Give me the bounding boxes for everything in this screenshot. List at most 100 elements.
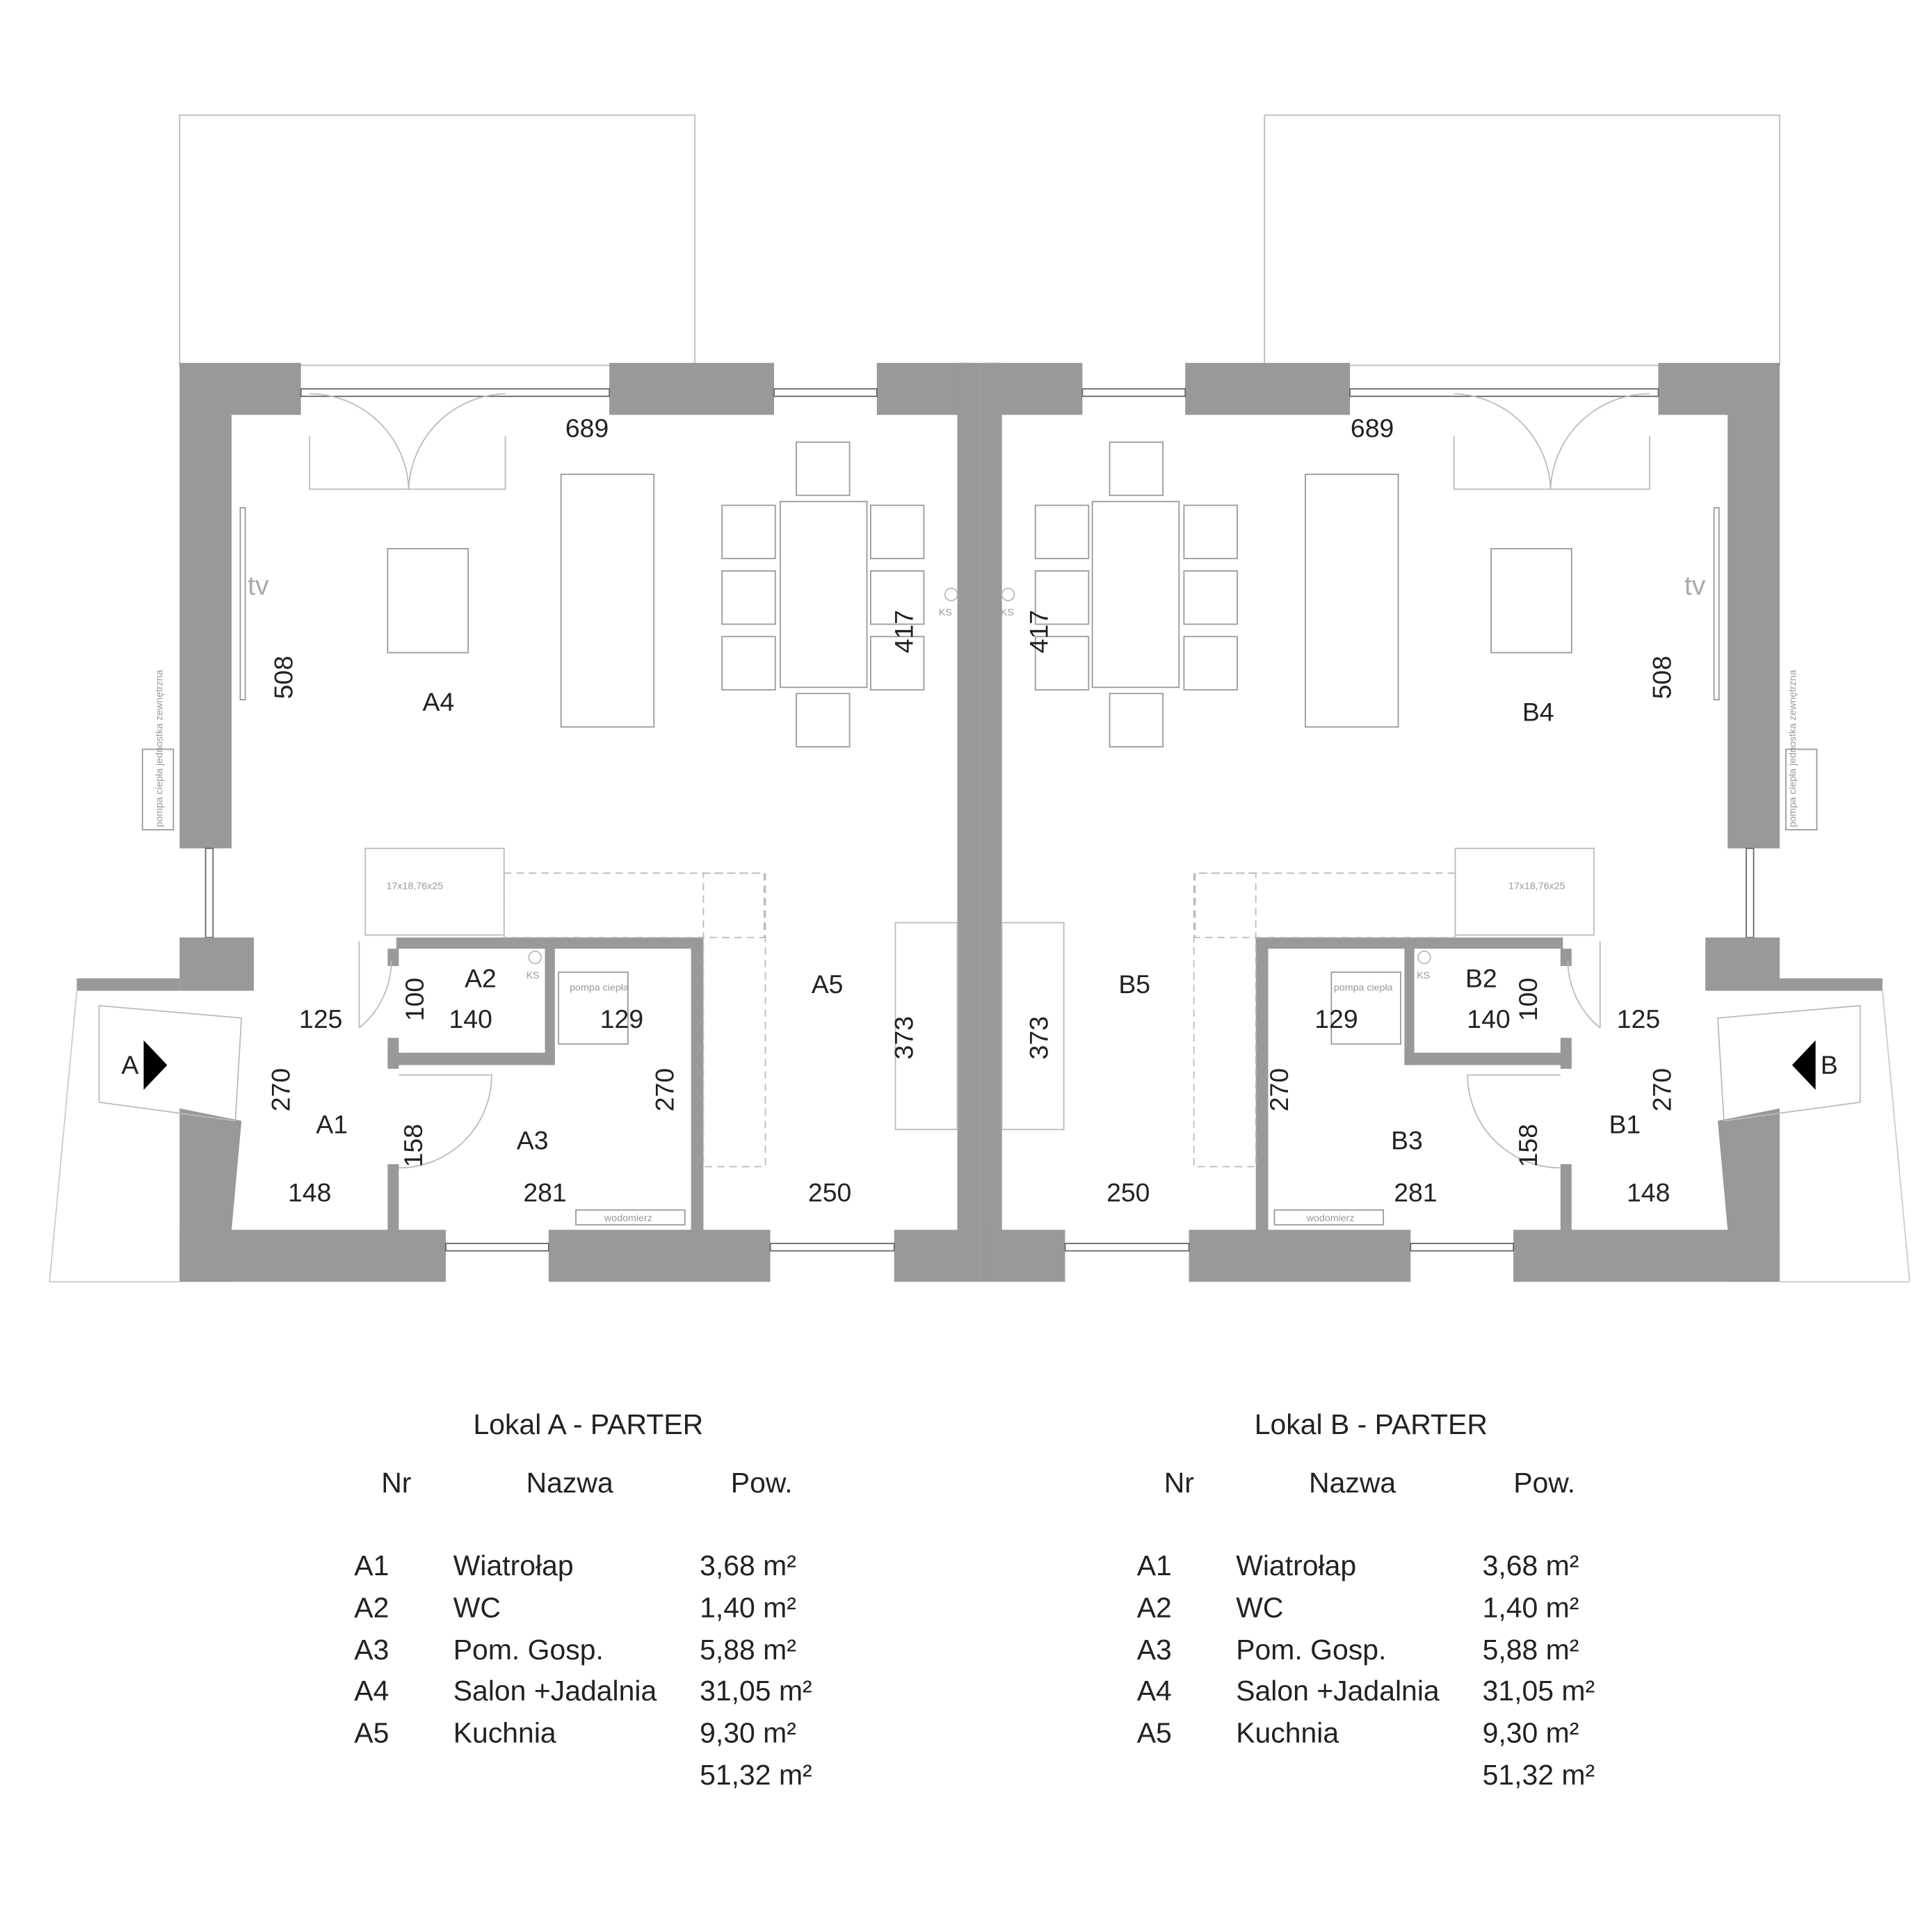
room-a5: A5 <box>812 969 844 999</box>
table-cell: 1,40 m² <box>700 1592 796 1624</box>
table-total: 51,32 m² <box>1483 1759 1595 1791</box>
table-cell: Wiatrołap <box>1236 1549 1356 1581</box>
header-area: Pow. <box>731 1467 793 1499</box>
ks-label: KS <box>526 970 540 981</box>
table-cell: A3 <box>1137 1634 1172 1666</box>
room-b2: B2 <box>1465 963 1497 992</box>
table-row: A3 Pom. Gosp. 5,88 m² <box>1137 1634 1579 1666</box>
table-cell: A4 <box>1137 1675 1172 1707</box>
dim-kitchen: 373 <box>889 1016 918 1059</box>
table-cell: 9,30 m² <box>700 1717 796 1749</box>
room-b4: B4 <box>1522 697 1554 726</box>
dim-b2-height: 100 <box>1513 978 1543 1021</box>
dim-dining: 417 <box>1024 610 1054 653</box>
dim-a5-bottom: 250 <box>808 1177 851 1207</box>
table-cell: Salon +Jadalnia <box>453 1675 657 1707</box>
table-cell: A1 <box>354 1549 389 1581</box>
dim-b3-top: 129 <box>1314 1004 1358 1033</box>
room-a4: A4 <box>423 687 455 716</box>
table-cell: Kuchnia <box>1236 1717 1339 1749</box>
dim-b3-height: 270 <box>1264 1068 1294 1111</box>
dim-a1-height: 270 <box>266 1068 296 1111</box>
dim-b2-width: 140 <box>1467 1004 1510 1033</box>
stairs-label: 17x18,76x25 <box>1508 881 1565 892</box>
table-cell: Kuchnia <box>453 1717 556 1749</box>
header-nr: Nr <box>1164 1467 1194 1499</box>
tv-label: tv <box>248 571 269 601</box>
unit-b-plan <box>979 114 1910 1282</box>
dim-a3-bottom: 281 <box>523 1177 566 1207</box>
heat-pump-label: pompa ciepła <box>570 983 629 994</box>
dim-a3-top: 129 <box>600 1004 643 1033</box>
table-title: Lokal A - PARTER <box>474 1408 704 1440</box>
unit-b-labels: B1 B2 B3 B4 B5 689 508 417 373 125 100 1… <box>1001 414 1798 1224</box>
table-row: A2 WC 1,40 m² <box>354 1592 796 1624</box>
stairs-label: 17x18,76x25 <box>387 881 444 892</box>
table-row: A5 Kuchnia 9,30 m² <box>1137 1717 1579 1749</box>
table-cell: A2 <box>1137 1592 1172 1624</box>
table-cell: WC <box>453 1592 501 1624</box>
table-cell: A3 <box>354 1634 389 1666</box>
table-cell: Pom. Gosp. <box>1236 1634 1386 1666</box>
dim-door: 158 <box>399 1124 428 1167</box>
unit-a-labels: A1 A2 A3 A4 A5 689 508 417 373 125 100 1… <box>154 414 952 1224</box>
dim-a1-width: 125 <box>299 1004 342 1033</box>
dim-b5-bottom: 250 <box>1106 1177 1150 1207</box>
table-cell: 5,88 m² <box>1483 1634 1579 1666</box>
dim-b1-height: 270 <box>1647 1068 1676 1111</box>
table-row: A1 Wiatrołap 3,68 m² <box>354 1549 796 1581</box>
room-a1: A1 <box>316 1109 348 1138</box>
ks-label: KS <box>1417 970 1430 981</box>
table-cell: A5 <box>1137 1717 1172 1749</box>
table-row: A5 Kuchnia 9,30 m² <box>354 1717 796 1749</box>
dim-dining: 417 <box>889 610 918 653</box>
table-cell: WC <box>1236 1592 1283 1624</box>
ks-label: KS <box>1001 607 1014 618</box>
entrance-label-b: B <box>1821 1050 1838 1079</box>
unit-a-plan <box>49 114 981 1282</box>
dim-a1-bottom: 148 <box>288 1177 331 1207</box>
entrance-label-a: A <box>122 1050 139 1079</box>
table-title: Lokal B - PARTER <box>1255 1408 1488 1440</box>
table-cell: A5 <box>354 1717 389 1749</box>
entrance-arrow-a <box>143 1040 168 1090</box>
table-cell: A2 <box>354 1592 389 1624</box>
dim-a2-width: 140 <box>449 1004 492 1033</box>
water-meter-label: wodomierz <box>604 1213 652 1224</box>
header-nr: Nr <box>381 1467 411 1499</box>
dim-b1-bottom: 148 <box>1627 1177 1670 1207</box>
dim-a2-height: 100 <box>400 978 429 1021</box>
entrance-arrow-b <box>1792 1040 1816 1090</box>
table-cell: A4 <box>354 1675 389 1707</box>
table-cell: Salon +Jadalnia <box>1236 1675 1440 1707</box>
dim-left: 508 <box>268 656 298 699</box>
room-b1: B1 <box>1609 1109 1641 1138</box>
table-cell: 9,30 m² <box>1483 1717 1579 1749</box>
water-meter-label: wodomierz <box>1306 1213 1355 1224</box>
dim-door: 158 <box>1513 1124 1543 1167</box>
dim-a3-height: 270 <box>650 1068 679 1111</box>
dim-kitchen: 373 <box>1024 1016 1054 1059</box>
table-row: A1 Wiatrołap 3,68 m² <box>1137 1549 1579 1581</box>
outdoor-unit-label: pompa ciepła jednostka zewnętrzna <box>1787 670 1798 827</box>
dim-b1-width: 125 <box>1617 1004 1660 1033</box>
dim-b3-bottom: 281 <box>1394 1177 1437 1207</box>
ks-label: KS <box>939 607 952 618</box>
dim-right: 508 <box>1647 656 1676 699</box>
tv-label: tv <box>1684 571 1706 601</box>
table-cell: 1,40 m² <box>1483 1592 1579 1624</box>
header-area: Pow. <box>1513 1467 1575 1499</box>
table-cell: 3,68 m² <box>1483 1549 1579 1581</box>
dim-top: 689 <box>1351 414 1394 443</box>
table-cell: Wiatrołap <box>453 1549 574 1581</box>
table-cell: 3,68 m² <box>700 1549 796 1581</box>
heat-pump-label: pompa ciepła <box>1334 983 1393 994</box>
table-cell: Pom. Gosp. <box>453 1634 604 1666</box>
table-cell: A1 <box>1137 1549 1172 1581</box>
dim-top: 689 <box>565 414 609 443</box>
room-a2: A2 <box>465 963 497 992</box>
